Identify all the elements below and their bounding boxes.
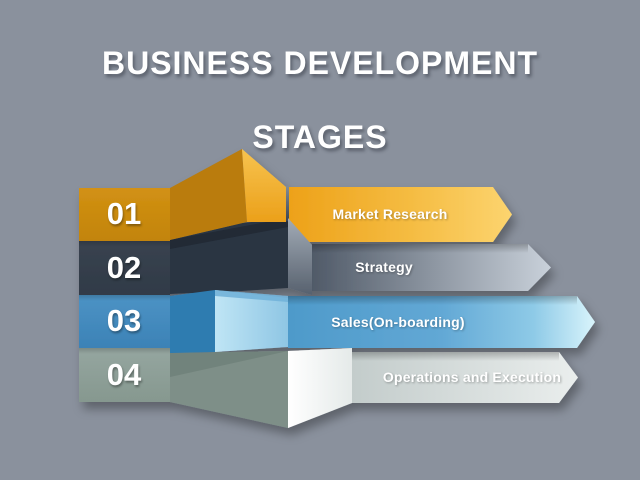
- stage1-fold-left: [170, 149, 247, 240]
- stage3-label: Sales(On-boarding): [331, 314, 465, 330]
- stage3-fold-left: [170, 290, 215, 353]
- stage3-arrow: [288, 296, 595, 348]
- stage1-label: Market Research: [332, 206, 448, 222]
- stage4-label: Operations and Execution: [382, 369, 562, 385]
- stage3-number-block: [79, 295, 170, 348]
- stage3-arrow-shadow: [288, 296, 577, 305]
- stage3-block-shadow: [79, 295, 170, 301]
- page-title: BUSINESS DEVELOPMENT STAGES: [0, 45, 640, 156]
- stage1-arrow: [287, 187, 512, 242]
- stage2-fold-shadow: [170, 218, 288, 249]
- stage2-arrow: [312, 244, 551, 291]
- stage1-number: 01: [106, 196, 142, 231]
- stage3-fold-top-edge: [215, 290, 288, 302]
- stage4-number-block: [79, 348, 170, 402]
- title-line1: BUSINESS DEVELOPMENT: [101, 45, 539, 81]
- stage2-fold-side: [288, 218, 312, 295]
- stage4-arrow-shadow: [352, 352, 559, 361]
- stage2-number-block: [79, 241, 170, 295]
- stage1-number-block: [79, 188, 170, 241]
- stage4-fold-highlight: [288, 348, 352, 428]
- stage1-fold-highlight: [242, 149, 286, 222]
- stage2-number: 02: [106, 250, 142, 285]
- stage4-arrow: [352, 352, 578, 403]
- stage4-number: 04: [106, 357, 142, 392]
- title-line2: STAGES: [252, 119, 388, 155]
- stage2-arrow-shadow: [312, 244, 528, 253]
- stage2-block-shadow: [79, 241, 170, 247]
- stage2-label: Strategy: [355, 259, 413, 275]
- stage3-fold-highlight: [215, 290, 288, 352]
- stage4-block-shadow: [79, 348, 170, 354]
- stage4-fold-shadow: [170, 351, 288, 377]
- stage3-number: 03: [106, 303, 142, 338]
